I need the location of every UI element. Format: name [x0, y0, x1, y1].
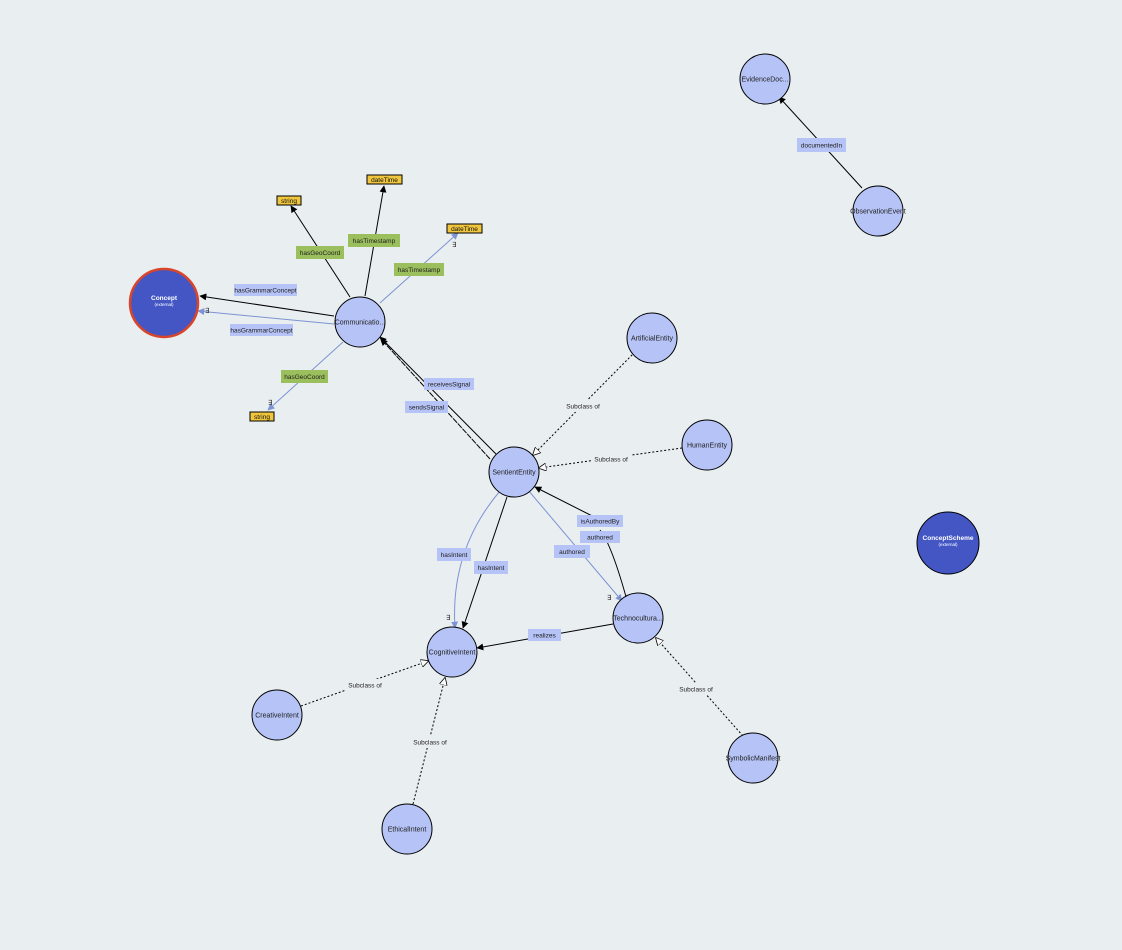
- svg-text:authored: authored: [559, 549, 585, 556]
- label-sends-signal[interactable]: sendsSignal: [405, 401, 448, 413]
- class-node-evidence-doc[interactable]: EvidenceDoc...: [739, 53, 791, 105]
- label-receives-signal[interactable]: receivesSignal: [424, 378, 474, 390]
- datatype-datetime-top[interactable]: dateTime: [366, 174, 403, 185]
- svg-text:documentedIn: documentedIn: [801, 143, 843, 150]
- class-node-technocultural[interactable]: Technocultura...: [612, 592, 664, 644]
- edge-has-grammar-concept-1[interactable]: [199, 293, 335, 317]
- node-label: CognitiveIntent: [429, 650, 476, 657]
- svg-text:authored: authored: [587, 535, 613, 542]
- label-has-grammar-concept-1[interactable]: hasGrammarConcept: [234, 284, 297, 296]
- label-has-timestamp-top[interactable]: hasTimestamp: [348, 234, 400, 247]
- class-node-concept[interactable]: Concept (external): [128, 267, 200, 339]
- label-has-intent-2[interactable]: hasIntent: [474, 561, 508, 574]
- svg-text:hasTimestamp: hasTimestamp: [398, 267, 441, 274]
- svg-text:hasGeoCoord: hasGeoCoord: [300, 250, 341, 257]
- class-node-cognitive-intent[interactable]: CognitiveIntent: [426, 626, 478, 678]
- svg-text:hasGrammarConcept: hasGrammarConcept: [234, 288, 296, 295]
- datatype-datetime-right[interactable]: dateTime: [446, 223, 483, 234]
- datatype-label: string: [281, 198, 297, 205]
- svg-text:hasIntent: hasIntent: [478, 565, 505, 572]
- label-authored-1[interactable]: authored: [580, 531, 620, 543]
- class-node-communication[interactable]: Communicatio...: [334, 296, 386, 348]
- class-node-symbolic-manifest[interactable]: SymbolicManifest: [726, 732, 781, 784]
- class-node-concept-scheme[interactable]: ConceptScheme (external): [916, 511, 980, 575]
- svg-text:realizes: realizes: [533, 633, 556, 640]
- label-authored-2[interactable]: authored: [554, 545, 590, 558]
- label-subclass-ethical[interactable]: Subclass of: [410, 736, 450, 748]
- label-has-intent-1[interactable]: hasIntent: [437, 548, 471, 561]
- label-has-grammar-concept-2[interactable]: hasGrammarConcept: [230, 324, 293, 336]
- svg-text:Subclass of: Subclass of: [679, 687, 713, 694]
- label-has-timestamp-right[interactable]: hasTimestamp: [394, 263, 444, 276]
- edge-has-grammar-concept-2[interactable]: [197, 308, 335, 325]
- class-node-creative-intent[interactable]: CreativeIntent: [251, 689, 303, 741]
- class-node-artificial-entity[interactable]: ArtificialEntity: [626, 312, 678, 364]
- node-label: Technocultura...: [613, 616, 662, 623]
- svg-text:sendsSignal: sendsSignal: [409, 405, 445, 412]
- existential-markers: ∃ ∃ ∃ ∃ ∃: [205, 241, 611, 622]
- node-label: ObservationEvent: [850, 209, 906, 216]
- svg-text:Subclass of: Subclass of: [566, 404, 600, 411]
- node-label: EvidenceDoc...: [741, 77, 788, 84]
- existential-mark: ∃: [607, 594, 611, 602]
- label-subclass-symbolic[interactable]: Subclass of: [676, 683, 716, 695]
- existential-mark: ∃: [446, 614, 450, 622]
- svg-text:Subclass of: Subclass of: [348, 683, 382, 690]
- existential-mark: ∃: [205, 307, 209, 315]
- svg-text:hasGrammarConcept: hasGrammarConcept: [230, 328, 292, 335]
- edge-subclass-creative[interactable]: [300, 661, 428, 707]
- svg-text:Subclass of: Subclass of: [594, 457, 628, 464]
- label-is-authored-by[interactable]: isAuthoredBy: [577, 515, 623, 527]
- edge-labels: hasGeoCoord hasTimestamp hasTimestamp ha…: [230, 138, 846, 748]
- label-subclass-creative[interactable]: Subclass of: [345, 679, 385, 691]
- node-label: ArtificialEntity: [631, 336, 674, 343]
- svg-text:isAuthoredBy: isAuthoredBy: [581, 519, 620, 526]
- datatype-string-bottom[interactable]: string: [249, 411, 275, 422]
- label-has-geo-coord-top[interactable]: hasGeoCoord: [296, 246, 344, 259]
- node-label: SentientEntity: [492, 470, 536, 477]
- datatype-label: dateTime: [371, 177, 398, 184]
- svg-text:hasTimestamp: hasTimestamp: [353, 238, 396, 245]
- node-sublabel: (external): [154, 302, 174, 307]
- svg-text:Subclass of: Subclass of: [413, 740, 447, 747]
- node-label: EthicalIntent: [388, 827, 427, 834]
- existential-mark: ∃: [268, 399, 272, 407]
- node-sublabel: (external): [938, 542, 958, 547]
- node-label: Concept: [151, 295, 178, 302]
- node-label: SymbolicManifest: [726, 756, 781, 763]
- datatype-label: string: [254, 414, 270, 421]
- node-label: ConceptScheme: [923, 535, 974, 542]
- label-subclass-human[interactable]: Subclass of: [591, 453, 631, 465]
- svg-text:hasIntent: hasIntent: [441, 552, 468, 559]
- existential-mark: ∃: [452, 241, 456, 249]
- svg-text:hasGeoCoord: hasGeoCoord: [284, 374, 325, 381]
- svg-text:receivesSignal: receivesSignal: [428, 382, 471, 389]
- edge-sends-signal[interactable]: [380, 338, 491, 460]
- node-label: Communicatio...: [335, 320, 386, 327]
- class-node-sentient-entity[interactable]: SentientEntity: [488, 446, 540, 498]
- datatype-label: dateTime: [451, 226, 478, 233]
- datatype-string-top[interactable]: string: [276, 195, 302, 206]
- class-node-human-entity[interactable]: HumanEntity: [681, 419, 733, 471]
- label-realizes[interactable]: realizes: [528, 629, 561, 641]
- label-subclass-artificial[interactable]: Subclass of: [563, 400, 603, 412]
- node-label: CreativeIntent: [255, 713, 299, 720]
- label-has-geo-coord-bottom[interactable]: hasGeoCoord: [281, 370, 328, 383]
- class-node-observation-event[interactable]: ObservationEvent: [850, 185, 906, 237]
- node-label: HumanEntity: [687, 443, 728, 450]
- class-node-ethical-intent[interactable]: EthicalIntent: [381, 803, 433, 855]
- label-documented-in[interactable]: documentedIn: [797, 138, 846, 152]
- edge-receives-signal[interactable]: [379, 336, 497, 455]
